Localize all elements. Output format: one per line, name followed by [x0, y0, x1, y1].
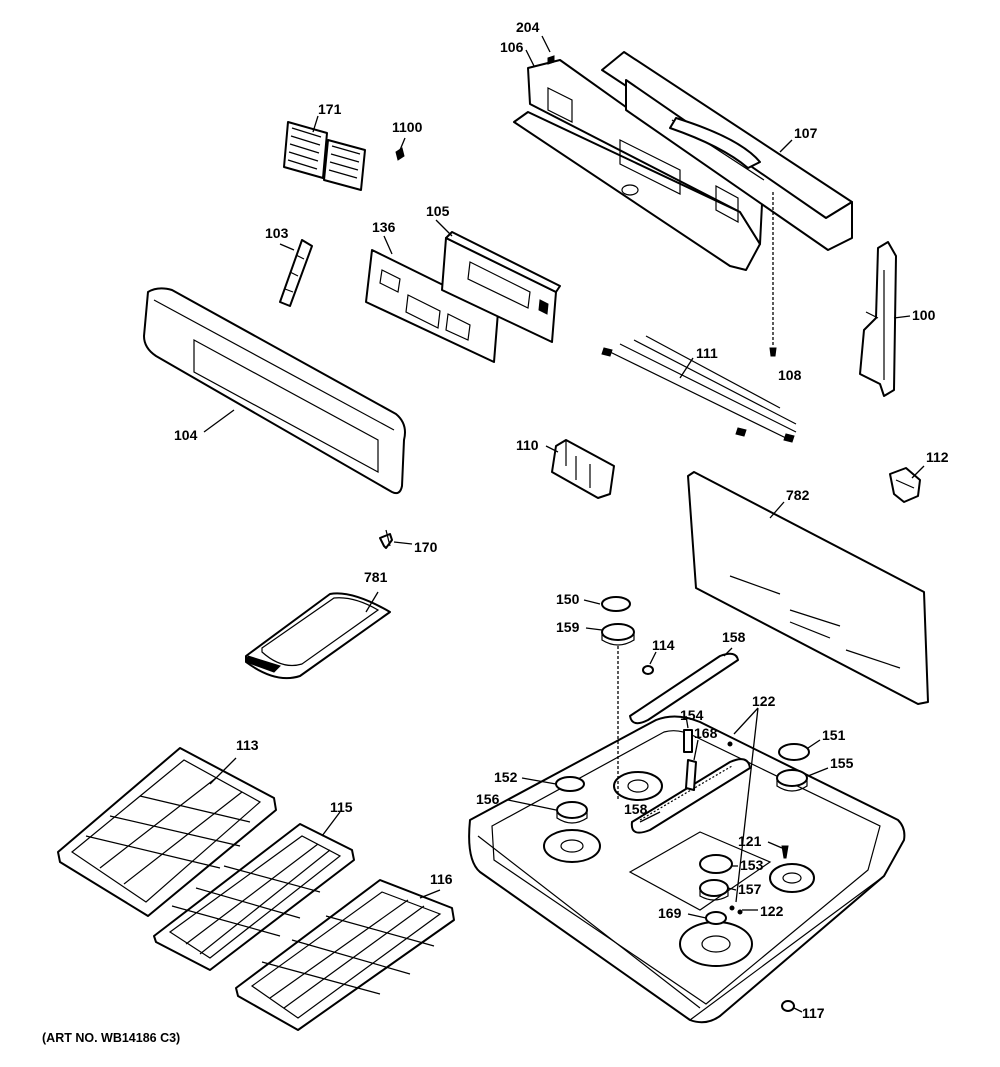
callout-103: 103	[265, 225, 289, 241]
part-113-grate	[57, 747, 277, 917]
part-105-electronic-control	[441, 231, 561, 343]
callout-171: 171	[318, 101, 342, 117]
callout-158a: 158	[722, 629, 746, 645]
callout-122b: 122	[760, 903, 784, 919]
callout-112: 112	[926, 449, 949, 465]
callout-150: 150	[556, 591, 580, 607]
callout-100: 100	[912, 307, 936, 323]
callout-158b: 158	[624, 801, 648, 817]
part-204-screw	[547, 55, 555, 65]
part-106-upper-frame	[513, 59, 763, 271]
callout-156: 156	[476, 791, 500, 807]
callout-782: 782	[786, 487, 810, 503]
callout-115: 115	[330, 799, 353, 815]
art-number-label: (ART NO. WB14186 C3)	[42, 1031, 181, 1045]
part-cooktop-burner-ports	[543, 771, 815, 967]
callout-136: 136	[372, 219, 396, 235]
part-114-clip	[642, 665, 654, 675]
callout-108: 108	[778, 367, 802, 383]
part-110-terminal-block	[551, 439, 615, 499]
callout-114: 114	[652, 637, 675, 653]
part-168-igniter	[685, 759, 697, 791]
part-155-head	[776, 769, 808, 792]
part-154-electrode	[683, 729, 693, 753]
callout-151: 151	[822, 727, 846, 743]
part-111-wire-harness	[601, 335, 797, 443]
part-150-cap	[601, 596, 631, 612]
callout-116: 116	[430, 871, 453, 887]
callout-labels: 171 1100 103 136 105 104 204 106 107 100…	[174, 19, 949, 1021]
callout-111: 111	[696, 345, 718, 361]
part-100-side-trim	[859, 241, 897, 397]
callout-110: 110	[516, 437, 539, 453]
callout-152: 152	[494, 769, 518, 785]
part-159-head	[601, 623, 635, 646]
part-152-cap	[555, 776, 585, 792]
callout-159: 159	[556, 619, 580, 635]
part-170-screw	[379, 529, 393, 549]
callout-105: 105	[426, 203, 450, 219]
part-153-cap	[699, 854, 733, 874]
part-156-head	[556, 801, 588, 824]
part-103-bracket	[279, 239, 313, 307]
part-116-grate	[235, 879, 455, 1031]
callout-1100: 1100	[392, 119, 423, 135]
callout-168: 168	[694, 725, 718, 741]
callout-121: 121	[738, 833, 762, 849]
callout-204: 204	[516, 19, 540, 35]
callout-170: 170	[414, 539, 438, 555]
callout-169: 169	[658, 905, 682, 921]
part-108-screw	[769, 192, 777, 357]
leader-lines	[203, 35, 925, 1013]
part-781-panel-cover	[245, 592, 391, 680]
part-107-vent-trim	[601, 51, 853, 251]
callout-104: 104	[174, 427, 198, 443]
callout-155: 155	[830, 755, 854, 771]
part-115-grate	[153, 823, 355, 971]
callout-781: 781	[364, 569, 388, 585]
callout-117: 117	[802, 1005, 825, 1021]
part-169-orifice	[705, 911, 727, 925]
callout-107: 107	[794, 125, 818, 141]
part-104-control-panel	[143, 287, 406, 495]
callout-157: 157	[738, 881, 762, 897]
callout-106: 106	[500, 39, 524, 55]
part-171-vent-grilles	[283, 121, 366, 191]
callout-122a: 122	[752, 693, 776, 709]
callout-113: 113	[236, 737, 259, 753]
part-117-nut	[781, 1000, 795, 1012]
callout-153: 153	[740, 857, 764, 873]
callout-154: 154	[680, 707, 704, 723]
part-151-cap	[778, 743, 810, 761]
part-158-oval-burner	[630, 758, 751, 834]
part-112-bracket	[889, 467, 921, 503]
part-121-screw	[781, 845, 789, 859]
part-782-back-panel	[687, 471, 929, 705]
part-122-spring-clips	[727, 741, 743, 915]
